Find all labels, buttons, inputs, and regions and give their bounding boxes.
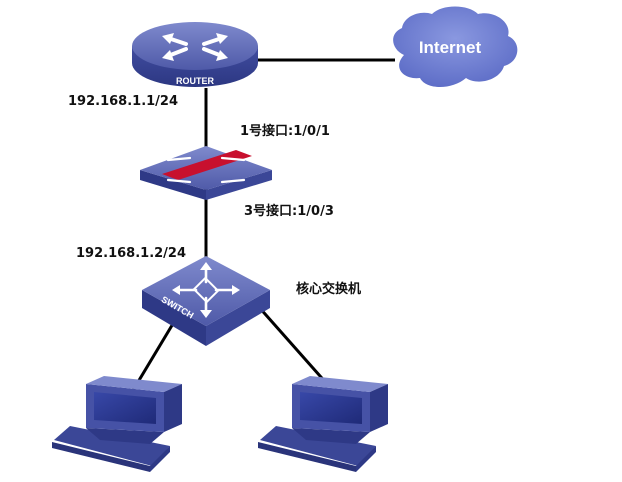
router-ip-label: 192.168.1.1/24 [68, 94, 179, 109]
firewall-port-top-label: 1号接口:1/0/1 [240, 124, 330, 139]
core-switch-label: 核心交换机 [296, 282, 362, 297]
pc-right-icon [258, 376, 388, 472]
pc-left-icon [52, 376, 182, 472]
router-label: ROUTER [176, 76, 215, 86]
router-icon: ROUTER [132, 22, 258, 87]
internet-cloud-icon: Internet [393, 6, 518, 87]
firewall-port-bottom-label: 3号接口:1/0/3 [244, 204, 334, 219]
firewall-icon [140, 146, 272, 200]
link-switch-pc-right [256, 305, 330, 386]
switch-icon: SWITCH [142, 256, 270, 346]
switch-ip-label: 192.168.1.2/24 [76, 246, 187, 261]
internet-label: Internet [419, 38, 482, 57]
